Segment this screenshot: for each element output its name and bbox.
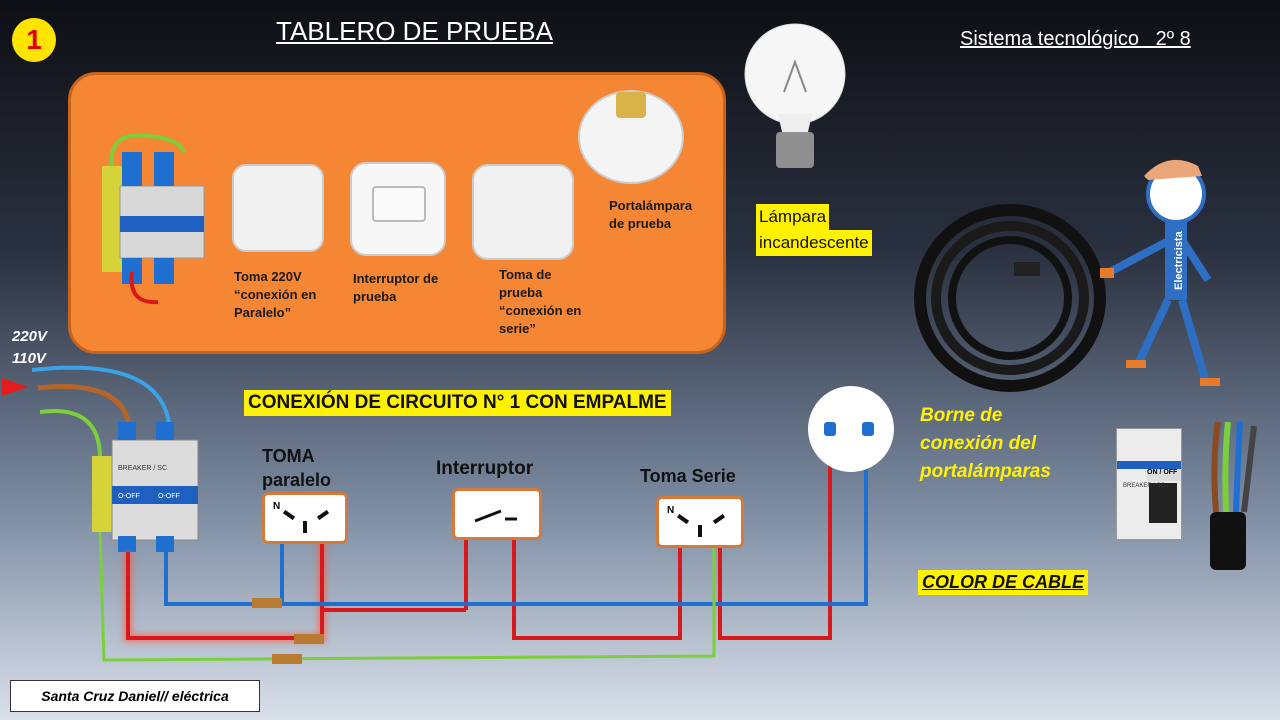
borne-label: Borne de conexión del portalámparas: [920, 402, 1051, 486]
breaker-off-1: O-OFF: [118, 493, 140, 500]
breaker-illustration: [102, 133, 205, 305]
borne-line1: Borne de: [920, 405, 1003, 426]
author-credit: Santa Cruz Daniel// eléctrica: [10, 680, 260, 712]
toma-paralelo-label: TOMA paralelo: [262, 446, 332, 490]
toma-220-label: Toma 220V “conexión en Paralelo”: [234, 269, 317, 320]
slide-number-badge: 1: [12, 18, 56, 62]
page-title: TABLERO DE PRUEBA: [276, 16, 553, 46]
socket-pin-left: [676, 513, 690, 525]
borne-circle: [808, 386, 894, 472]
socket-220v-image: [232, 164, 324, 252]
shirt-text: Electricista: [1173, 230, 1185, 290]
breaker-off-2: O-OFF: [158, 493, 180, 500]
toma-serie-box: N: [656, 496, 744, 548]
onoff-label: ON / OFF: [1147, 469, 1181, 481]
lamp-label: Lámpara incandescente: [756, 204, 872, 256]
socket-pin-right: [316, 509, 330, 521]
socket-pin-right: [712, 513, 726, 525]
toma-paralelo-box: N: [262, 492, 348, 544]
borne-line3: portalámparas: [920, 461, 1051, 482]
switch-symbol-icon: [474, 509, 517, 523]
interruptor-label: Interruptor: [436, 458, 534, 479]
differential-breaker-image: ON / OFF BREAKER / SC: [1116, 428, 1182, 540]
switch-image: [350, 162, 446, 256]
socket-pin-earth: [698, 525, 702, 537]
electricista-character: Electricista: [1100, 159, 1220, 386]
socket-test-image: [472, 164, 574, 260]
interruptor-box: [452, 488, 542, 540]
voltage-110: 110V: [12, 350, 46, 367]
circuit-heading: CONEXIÓN DE CIRCUITO N° 1 CON EMPALME: [244, 390, 671, 416]
lamp-label-line1: Lámpara: [756, 204, 830, 230]
toma-prueba-label: Toma de prueba “conexión en serie”: [499, 267, 582, 336]
cable-coil-icon: [914, 204, 1106, 392]
interruptor-prueba-label: Interruptor de prueba: [353, 271, 439, 304]
lampholder-image: [578, 90, 684, 184]
voltage-220: 220V: [12, 328, 48, 345]
neutral-mark-serie: N: [667, 505, 675, 516]
light-bulb-icon: [744, 23, 846, 168]
portalampara-label: Portalámpara de prueba: [609, 198, 693, 231]
subject-label: Sistema tecnológico 2º 8: [960, 28, 1191, 50]
cable-color-label: COLOR DE CABLE: [918, 570, 1088, 595]
socket-pin-earth: [303, 521, 307, 533]
borne-terminal-right: [862, 422, 874, 436]
input-arrow-icon: [2, 378, 28, 396]
socket-pin-left: [282, 509, 296, 521]
diff-brand: BREAKER / SC: [1123, 483, 1166, 489]
breaker-brand: BREAKER / SC: [118, 465, 167, 472]
lamp-label-line2: incandescente: [756, 230, 872, 256]
wiring-diagram: BREAKER / SC O-OFF O-OFF: [31, 365, 868, 664]
toma-serie-label: Toma Serie: [640, 466, 736, 486]
cable-sample-icon: [1210, 421, 1257, 570]
borne-line2: conexión del: [920, 433, 1037, 454]
neutral-mark: N: [273, 501, 281, 512]
borne-terminal-left: [824, 422, 836, 436]
